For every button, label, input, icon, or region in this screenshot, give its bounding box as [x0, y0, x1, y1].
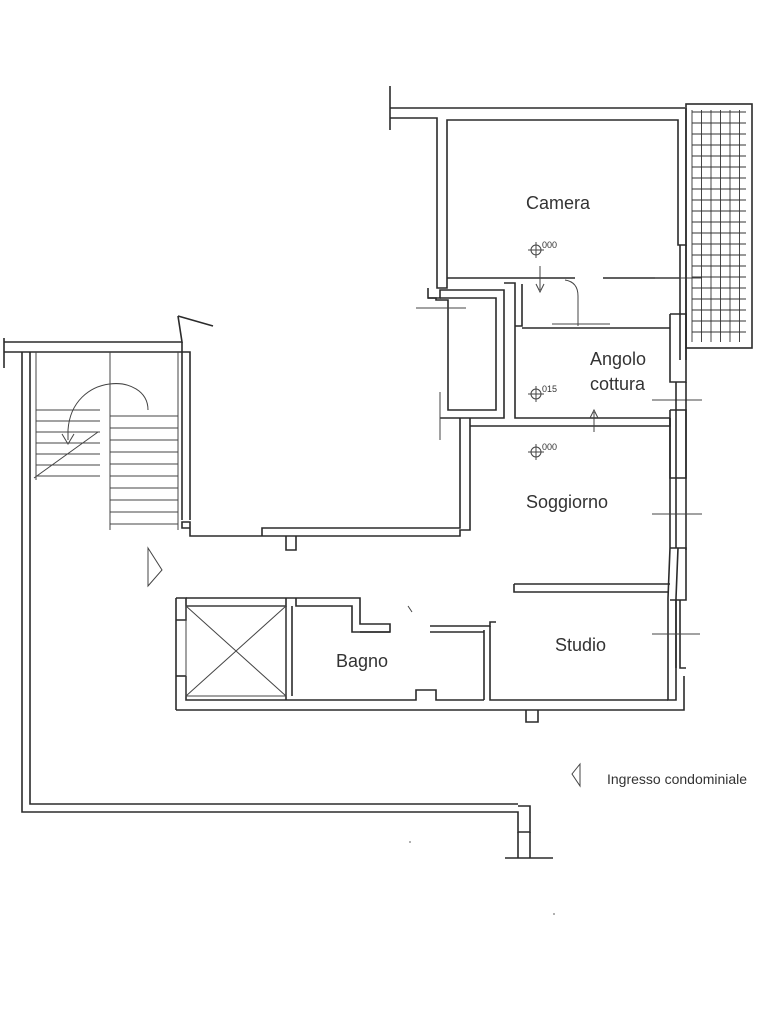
level-value-camera: 000	[542, 240, 557, 250]
staircase	[33, 352, 179, 530]
level-marker-camera: 000	[528, 240, 557, 258]
outer-walls	[3, 315, 553, 859]
room-label-angolo: Angolo	[590, 349, 646, 369]
room-label-bagno: Bagno	[336, 651, 388, 671]
level-marker-soggiorno: 000	[528, 442, 557, 460]
level-value-soggiorno: 000	[542, 442, 557, 452]
entrance-label: Ingresso condominiale	[607, 771, 747, 787]
room-label-camera: Camera	[526, 193, 591, 213]
room-label-studio: Studio	[555, 635, 606, 655]
level-value-angolo: 015	[542, 384, 557, 394]
unit-walls	[147, 86, 702, 788]
level-marker-angolo: 015	[528, 384, 557, 402]
room-label-cottura: cottura	[590, 374, 646, 394]
speck	[409, 841, 411, 843]
room-label-soggiorno: Soggiorno	[526, 492, 608, 512]
balcony	[685, 103, 753, 349]
speck	[553, 913, 555, 915]
